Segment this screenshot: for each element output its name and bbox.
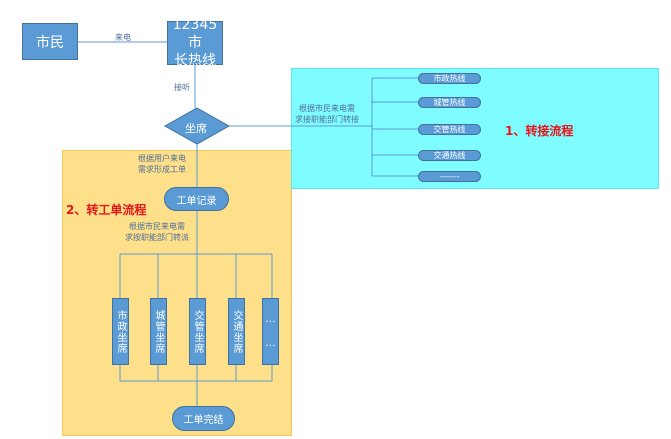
transfer-note: 根据市民来电需 求接职能部门转接 bbox=[295, 103, 359, 125]
hotline-traffic-control: 交管热线 bbox=[418, 124, 481, 135]
hotline-label-line1: 12345市 bbox=[172, 17, 218, 51]
seat-diamond bbox=[163, 107, 231, 145]
seat-traffic-control: 交管坐席 bbox=[189, 298, 206, 365]
seat-more: … … bbox=[262, 298, 279, 365]
dispatch-note-line1: 根据市民来电需 bbox=[129, 222, 185, 231]
hotline-urban-management: 城管热线 bbox=[418, 97, 481, 108]
incoming-call-label: 来电 bbox=[115, 33, 131, 42]
citizen-node: 市民 bbox=[22, 23, 78, 60]
dispatch-note: 根据市民来电需 求按职能部门转派 bbox=[125, 221, 189, 243]
seat-transport: 交通坐席 bbox=[228, 298, 245, 365]
answer-label: 接听 bbox=[174, 83, 190, 92]
transfer-note-line1: 根据市民来电需 bbox=[299, 104, 355, 113]
seat-urban-management: 城管坐席 bbox=[150, 298, 167, 365]
hotline-label-line2: 长热线 bbox=[174, 53, 216, 69]
form-note: 根据用户来电 需求形成工单 bbox=[138, 153, 186, 175]
hotline-municipal: 市政热线 bbox=[418, 73, 481, 84]
ticket-record-node: 工单记录 bbox=[164, 187, 229, 211]
transfer-note-line2: 求接职能部门转接 bbox=[295, 115, 359, 124]
hotline-node: 12345市 长热线 bbox=[167, 17, 223, 69]
form-note-line1: 根据用户来电 bbox=[138, 154, 186, 163]
hotline-transport: 交通热线 bbox=[418, 150, 481, 161]
seat-label: 坐席 bbox=[185, 122, 207, 135]
dispatch-note-line2: 求按职能部门转派 bbox=[125, 233, 189, 242]
seat-municipal: 市政坐席 bbox=[112, 298, 129, 365]
transfer-flow-title: 1、转接流程 bbox=[505, 124, 574, 138]
work-order-done-node: 工单完结 bbox=[172, 406, 235, 431]
citizen-label: 市民 bbox=[36, 34, 64, 51]
work-order-flow-title: 2、转工单流程 bbox=[66, 203, 147, 217]
form-note-line2: 需求形成工单 bbox=[138, 165, 186, 174]
hotline-more: ------- bbox=[418, 171, 481, 182]
